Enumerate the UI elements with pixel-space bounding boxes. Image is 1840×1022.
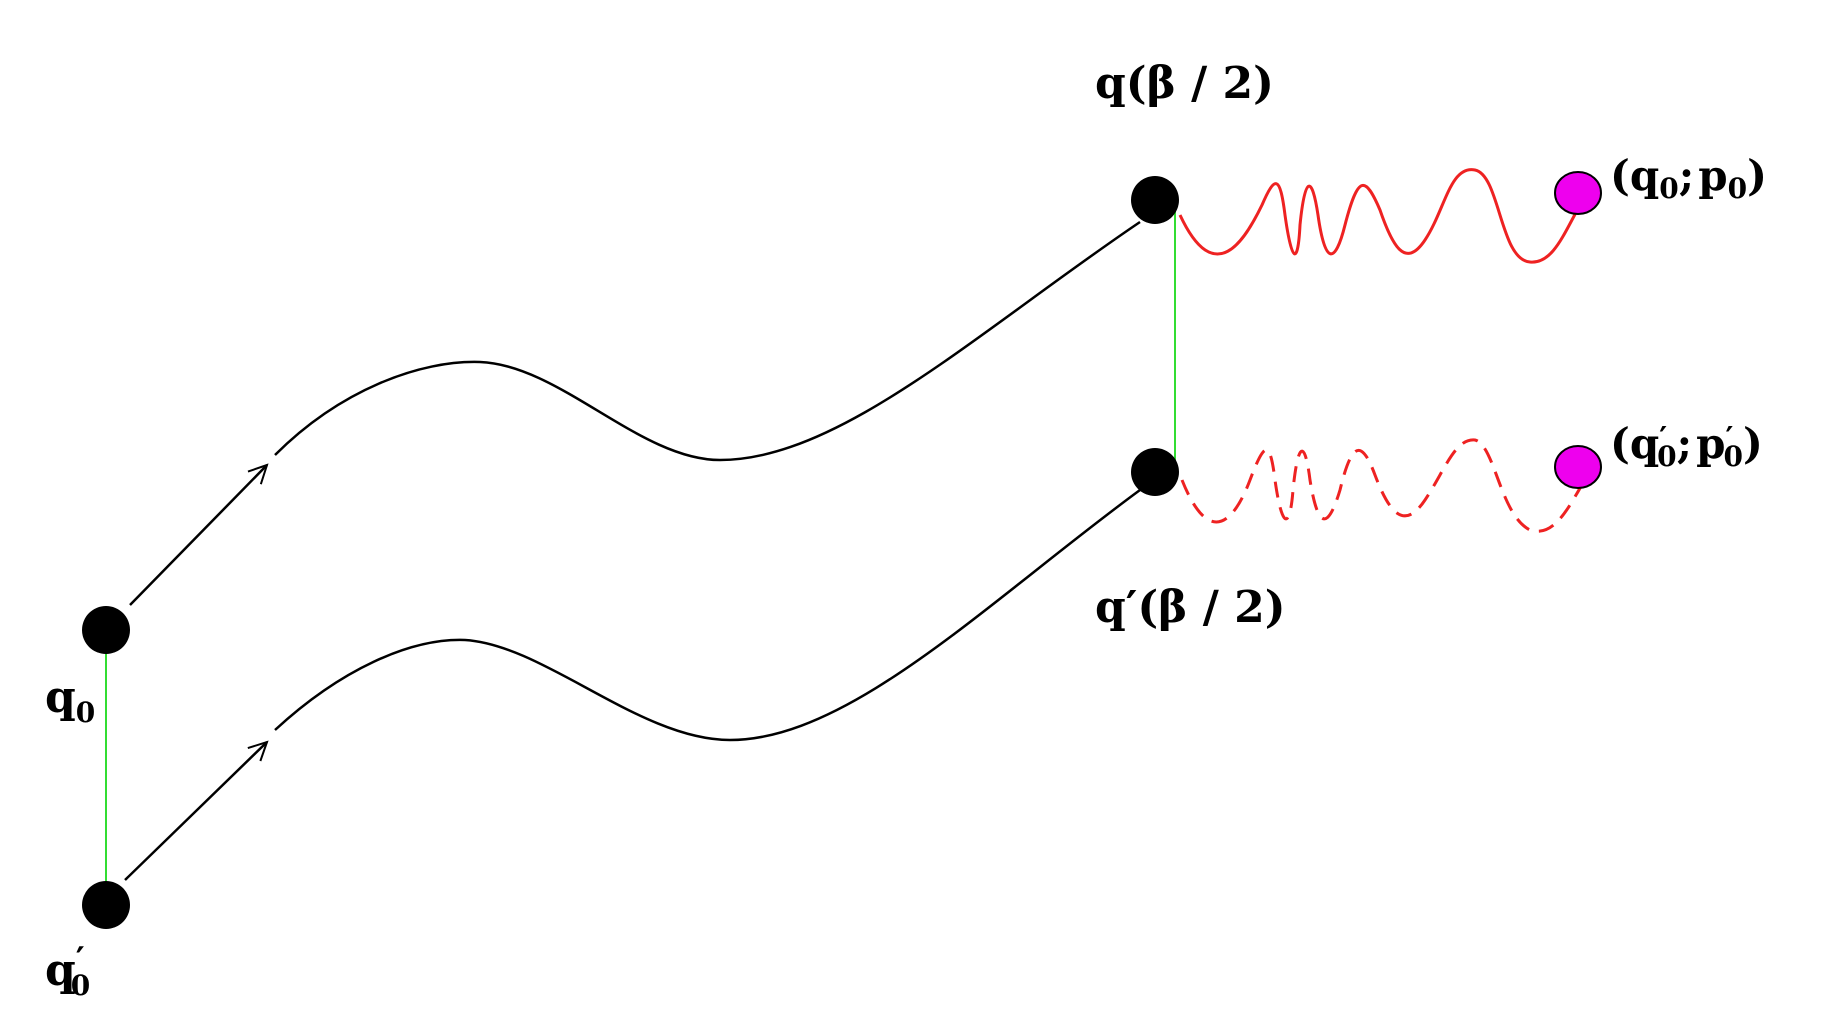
upper-path-arrow (129, 465, 267, 606)
lower-path-arrow (124, 742, 267, 881)
node-q0 (82, 606, 130, 654)
node-q-half-prime (1131, 448, 1179, 496)
upper-path-curve (274, 220, 1141, 462)
label-phase-point: (q0;p0) (1610, 151, 1767, 205)
label-q-half-prime: q′(β / 2) (1095, 582, 1286, 633)
node-q0-prime (82, 881, 130, 929)
lower-oscillation (1180, 438, 1597, 533)
node-q-half (1131, 176, 1179, 224)
endpoint-phase-point-prime (1554, 445, 1602, 489)
label-q0-prime: q′0 (45, 940, 90, 1002)
label-phase-point-prime: (q′0;p′0) (1610, 419, 1763, 473)
label-q0: q0 (45, 672, 95, 729)
endpoint-phase-point (1554, 171, 1602, 215)
lower-path-curve (274, 488, 1141, 742)
label-q-half: q(β / 2) (1095, 58, 1274, 109)
upper-oscillation (1178, 168, 1597, 264)
